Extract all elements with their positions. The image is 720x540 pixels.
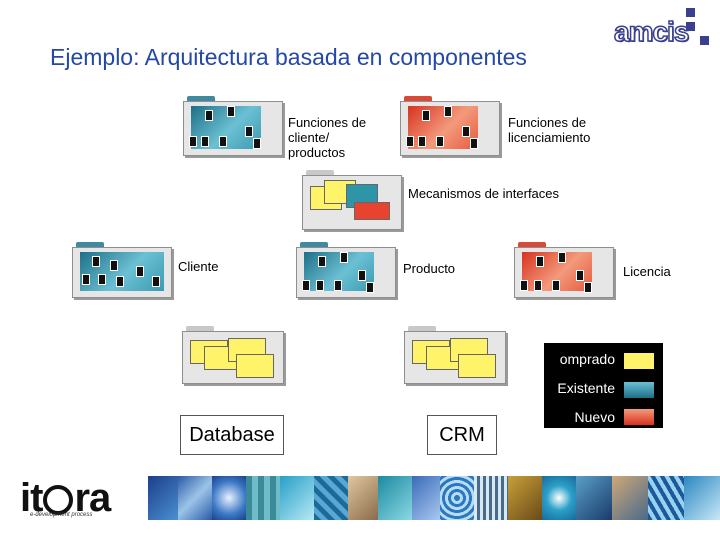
footer-image-tile [440,476,474,520]
database-component-icon [182,326,284,384]
logo-square-icon [686,8,695,17]
legend-label-comprado: omprado [559,351,615,367]
legend: omprado Existente Nuevo [544,343,663,428]
footer-image-tile [412,476,440,520]
footer-image-tile [148,476,178,520]
producto-component-icon [296,242,396,298]
footer-image-tile [474,476,508,520]
footer-image-tile [576,476,612,520]
legend-swatch-red [624,409,654,425]
footer-image-tile [348,476,378,520]
logo-square-icon [700,36,709,45]
mecanismos-interfaces-component-icon [302,170,402,230]
itera-e-icon [43,485,74,515]
licencia-component-icon [514,242,614,298]
funciones-cliente-component-icon [183,96,283,156]
footer-image-tile [648,476,684,520]
footer-image-tile [542,476,576,520]
cliente-label: Cliente [178,259,219,274]
footer-image-tile [378,476,412,520]
footer-image-tile [612,476,648,520]
crm-box: CRM [427,415,497,455]
legend-swatch-teal [624,382,654,398]
footer-image-tile [212,476,246,520]
licencia-label: Licencia [623,264,671,279]
amcis-logo: amcis [613,15,690,48]
funciones-licenciamiento-component-icon [400,96,500,156]
itera-tagline: e-development process [30,512,93,518]
footer-image-tile [684,476,720,520]
cliente-component-icon [72,242,172,298]
footer-image-tile [246,476,280,520]
crm-component-icon [404,326,506,384]
legend-label-nuevo: Nuevo [574,409,615,425]
database-box: Database [180,415,284,455]
footer-image-tile [178,476,212,520]
mecanismos-label: Mecanismos de interfaces [408,186,560,201]
logo-square-icon [686,22,695,31]
producto-label: Producto [403,261,456,276]
footer-image-tile [280,476,314,520]
footer-image-tile [314,476,348,520]
legend-label-existente: Existente [557,380,615,396]
funciones-licenciamiento-label: Funciones de licenciamiento [508,115,591,145]
slide-title: Ejemplo: Arquitectura basada en componen… [50,44,527,70]
legend-swatch-yellow [624,353,654,369]
footer-image-tile [508,476,542,520]
funciones-cliente-label: Funciones de cliente/ productos [288,115,367,160]
